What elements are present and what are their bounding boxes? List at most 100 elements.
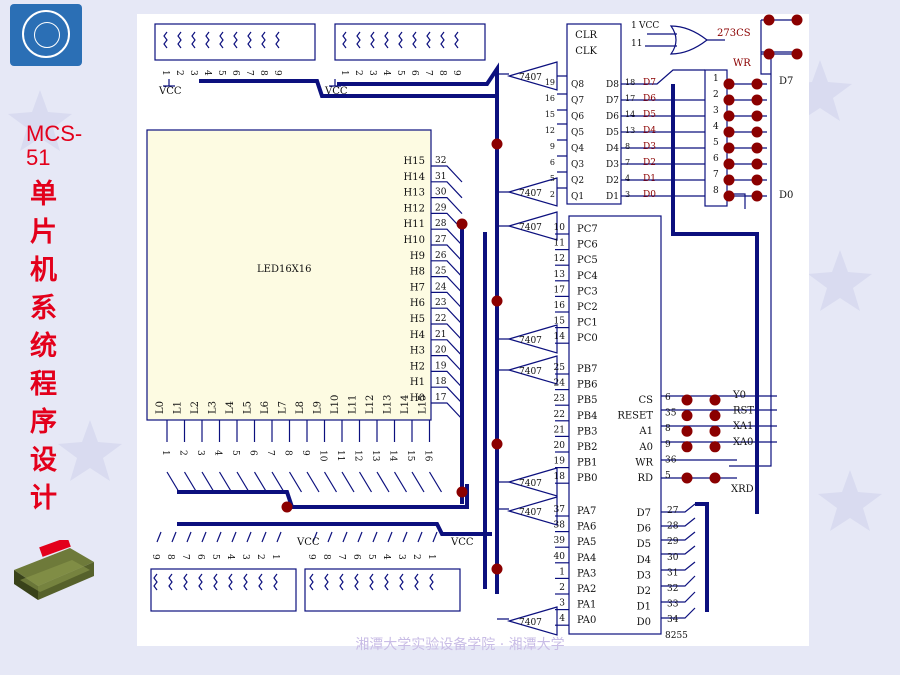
footer-caption: 湘潭大学实验设备学院 · 湘潭大学: [355, 637, 565, 653]
bottom-header-right-diag-4: [372, 531, 378, 543]
bus-junction-2: [491, 295, 503, 307]
led-h-wire-15: [431, 402, 463, 420]
bottom-header-right-diag-1: [327, 531, 333, 543]
connector-pin-2: 2: [713, 90, 719, 100]
8255-pa-label-4: PA3: [577, 568, 596, 579]
led-l-wire-3: [218, 471, 233, 493]
bottom-header-left-pin-4: 5: [210, 554, 220, 560]
8255-pc-pin-4: 17: [554, 285, 566, 295]
led-l-wire-9: [323, 471, 338, 493]
led-h-label-8: H7: [410, 282, 425, 293]
led-h-pin-14: 18: [435, 377, 447, 387]
bottom-header-right-wire-4: [369, 573, 374, 591]
8255-ctrl-dot-a-0: [681, 394, 693, 406]
latch-q-pin-4: 9: [550, 142, 555, 151]
led-l-wire-2: [201, 471, 215, 493]
xrd-label: XRD: [731, 484, 754, 495]
top-header-left-pin-2: 2: [174, 70, 184, 76]
d0-label: D0: [779, 190, 793, 201]
led-l-wire-14: [411, 471, 425, 493]
8255-data-pin-4: 31: [667, 568, 678, 578]
led-l-pin-15: 16: [423, 450, 433, 462]
led-l-label-0: L0: [155, 401, 166, 414]
8255-ctrl-pin-0: 6: [665, 393, 671, 403]
8255-pc-pin-7: 14: [554, 332, 566, 342]
8255-pa-pin-3: 40: [554, 552, 566, 562]
led-h-wire-5: [431, 244, 463, 262]
led-h-pin-6: 26: [435, 251, 447, 261]
8255-pc-label-0: PC7: [577, 224, 598, 235]
led-h-label-12: H3: [410, 346, 425, 357]
connector-dot-a-1: [723, 78, 735, 90]
top-header-right-wire-6: [412, 31, 417, 49]
led-l-wire-5: [253, 471, 268, 493]
8255-pb-pin-4: 21: [554, 425, 565, 435]
bottom-header-left-diag-3: [201, 531, 207, 543]
buffer-7407-3: [506, 324, 558, 354]
bottom-header-right-wire-1: [324, 573, 329, 591]
course-title-cjk: 单 片 机 系 统 程 序 设 计: [30, 179, 57, 514]
led-l-label-2: L2: [190, 401, 201, 414]
latch-d-label-6: D2: [606, 176, 619, 186]
led-l-label-10: L10: [330, 395, 341, 414]
bus-junction-3: [491, 438, 503, 450]
8255-data-pin-6: 33: [667, 600, 679, 610]
connector-dot-b-4: [751, 126, 763, 138]
8255-ctrl-signal-1: RST: [733, 406, 754, 417]
8255-data-pin-1: 28: [667, 522, 679, 532]
8255-data-pin-3: 30: [667, 553, 679, 563]
connector-pin-4: 4: [713, 122, 719, 132]
top-header-right-wire-1: [342, 31, 347, 49]
connector-pin-5: 5: [713, 138, 719, 148]
led-h-wire-1: [431, 181, 463, 199]
connector-dot-a-2: [723, 94, 735, 106]
led-l-pin-6: 7: [265, 450, 275, 456]
connector-dot-a-6: [723, 158, 735, 170]
latch-q-label-7: Q1: [571, 192, 584, 202]
latch-out-dot-b: [791, 14, 803, 26]
top-header-right-wire-3: [370, 31, 375, 49]
bottom-header-left-wire-4: [213, 573, 218, 591]
bottom-header-left-pin-2: 7: [180, 554, 190, 560]
connector-dot-a-8: [723, 190, 735, 202]
wr-label: WR: [733, 58, 751, 69]
led-l-pin-11: 12: [353, 450, 363, 461]
connector-dot-b-3: [751, 110, 763, 122]
8255-ctrl-label-3: A0: [638, 442, 653, 453]
or-out-dot-b: [791, 48, 803, 60]
latch-d-pin-7: 3: [625, 190, 630, 199]
8255-pb-label-1: PB6: [577, 380, 597, 391]
top-header-right-wire-7: [426, 31, 431, 49]
bottom-header-left-wire-6: [243, 573, 248, 591]
8255-pb-label-4: PB3: [577, 426, 597, 437]
8255-pc-label-4: PC3: [577, 286, 598, 297]
led-l-pin-3: 4: [213, 450, 223, 456]
8255-pa-label-3: PA4: [577, 553, 596, 564]
connector-pin-1: 1: [713, 74, 719, 84]
vcc-label-bottom-right: VCC: [450, 537, 474, 548]
8255-pc-pin-6: 15: [554, 317, 566, 327]
8255-ctrl-dot-a-2: [681, 425, 693, 437]
bottom-header-right-diag-5: [387, 531, 393, 543]
led-matrix-label: LED16X16: [257, 264, 312, 275]
bottom-header-left-diag-5: [231, 531, 237, 543]
led-h-pin-5: 27: [435, 235, 447, 245]
led-h-label-4: H11: [404, 219, 425, 230]
led-h-pin-1: 31: [435, 172, 446, 182]
latch-d-pin-3: 13: [625, 126, 635, 135]
top-header-left-wire-8: [261, 31, 266, 49]
led-l-label-3: L3: [208, 401, 219, 414]
latch-d-bus-2: D5: [643, 110, 656, 120]
latch-out-dot-a: [763, 14, 775, 26]
bottom-header-left-pin-7: 2: [255, 554, 265, 560]
led-l-pin-13: 14: [388, 450, 398, 462]
latch-q-pin-0: 19: [545, 78, 555, 87]
top-header-right-wire-8: [440, 31, 445, 49]
led-h-label-7: H8: [410, 267, 425, 278]
connector-pin-8: 8: [713, 186, 719, 196]
8255-pc-label-3: PC4: [577, 271, 598, 282]
led-h-wire-13: [431, 370, 463, 388]
buffer-7407-6-label: 7407: [519, 508, 542, 518]
buffer-7407-1: [506, 177, 558, 207]
